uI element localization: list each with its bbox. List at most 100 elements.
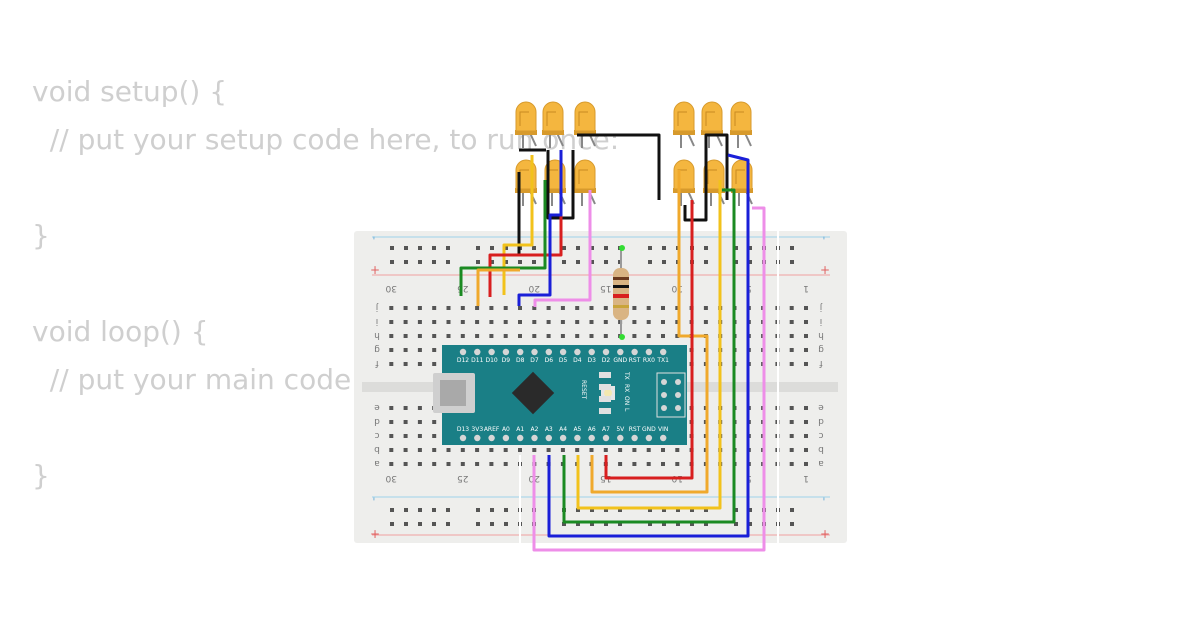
row-letter: i bbox=[376, 316, 379, 326]
hole bbox=[417, 434, 422, 438]
row-letter: a bbox=[374, 458, 380, 468]
hole bbox=[603, 306, 608, 310]
pin-label: A0 bbox=[502, 426, 510, 433]
hole bbox=[604, 508, 608, 512]
hole bbox=[618, 522, 622, 526]
hole bbox=[503, 306, 508, 310]
resistor[interactable] bbox=[613, 245, 629, 340]
wires bbox=[459, 133, 779, 552]
hole bbox=[404, 522, 408, 526]
wire-blue bbox=[547, 153, 750, 538]
hole bbox=[546, 334, 551, 338]
led[interactable] bbox=[574, 159, 596, 206]
hole bbox=[432, 420, 437, 424]
hole bbox=[490, 508, 494, 512]
column-number: 25 bbox=[457, 283, 468, 293]
pin bbox=[474, 348, 481, 356]
hole bbox=[417, 362, 422, 366]
led[interactable] bbox=[542, 101, 564, 148]
pin bbox=[660, 348, 667, 356]
hole bbox=[489, 462, 494, 466]
hole bbox=[475, 462, 480, 466]
row-letter: f bbox=[375, 358, 379, 368]
hole bbox=[417, 306, 422, 310]
pin-label: RST bbox=[629, 426, 641, 433]
hole bbox=[504, 246, 508, 250]
rail-minus-label: - bbox=[368, 497, 381, 501]
hole bbox=[675, 448, 680, 452]
status-led-label: L bbox=[623, 408, 630, 412]
hole bbox=[432, 362, 437, 366]
hole bbox=[432, 348, 437, 352]
led[interactable] bbox=[701, 101, 723, 148]
hole bbox=[432, 246, 436, 250]
hole bbox=[748, 260, 752, 264]
hole bbox=[518, 260, 522, 264]
hole bbox=[489, 334, 494, 338]
hole bbox=[418, 508, 422, 512]
hole bbox=[417, 448, 422, 452]
led[interactable] bbox=[673, 159, 695, 206]
row-letter: c bbox=[818, 430, 823, 440]
hole bbox=[389, 406, 394, 410]
hole bbox=[532, 448, 537, 452]
rail-plus-label: + bbox=[370, 263, 380, 277]
hole bbox=[661, 334, 665, 338]
hole bbox=[604, 246, 608, 250]
hole bbox=[432, 260, 436, 264]
hole bbox=[490, 246, 494, 250]
hole bbox=[618, 462, 623, 466]
hole bbox=[804, 334, 808, 338]
icsp-pin bbox=[675, 379, 681, 385]
row-letter: b bbox=[374, 444, 380, 454]
hole bbox=[403, 306, 408, 310]
hole bbox=[789, 406, 794, 410]
pin-label: GND bbox=[613, 357, 627, 364]
hole bbox=[489, 448, 494, 452]
hole bbox=[546, 306, 551, 310]
row-letter: d bbox=[374, 416, 380, 426]
hole bbox=[390, 260, 394, 264]
pin-label: D10 bbox=[485, 357, 497, 364]
led[interactable] bbox=[574, 101, 596, 148]
wire-black bbox=[577, 133, 661, 200]
hole bbox=[476, 246, 480, 250]
hole bbox=[504, 260, 508, 264]
led[interactable] bbox=[515, 101, 537, 148]
hole bbox=[704, 522, 708, 526]
hole bbox=[646, 462, 651, 466]
hole bbox=[560, 320, 565, 324]
hole bbox=[589, 306, 594, 310]
hole bbox=[403, 406, 408, 410]
hole bbox=[403, 462, 408, 466]
pin-label: A3 bbox=[545, 426, 553, 433]
hole bbox=[661, 320, 665, 324]
hole bbox=[632, 334, 637, 338]
arduino-board bbox=[442, 345, 687, 445]
led[interactable] bbox=[730, 101, 752, 148]
hole bbox=[404, 260, 408, 264]
led[interactable] bbox=[673, 101, 695, 148]
column-number: 1 bbox=[803, 473, 809, 483]
hole bbox=[560, 334, 565, 338]
hole bbox=[446, 448, 451, 452]
pin-label: D12 bbox=[457, 357, 469, 364]
pin bbox=[517, 434, 524, 442]
hole bbox=[446, 306, 451, 310]
code-line: void loop() { bbox=[32, 315, 209, 348]
led-array[interactable] bbox=[515, 101, 753, 206]
hole bbox=[789, 334, 794, 338]
pin-label: RX0 bbox=[643, 357, 655, 364]
row-letter: h bbox=[818, 330, 824, 340]
code-line: } bbox=[32, 219, 50, 252]
hole bbox=[490, 522, 494, 526]
hole bbox=[618, 448, 623, 452]
pin bbox=[574, 348, 581, 356]
hole bbox=[532, 334, 537, 338]
hole bbox=[789, 348, 794, 352]
hole bbox=[662, 522, 666, 526]
hole bbox=[403, 348, 408, 352]
hole bbox=[446, 508, 450, 512]
